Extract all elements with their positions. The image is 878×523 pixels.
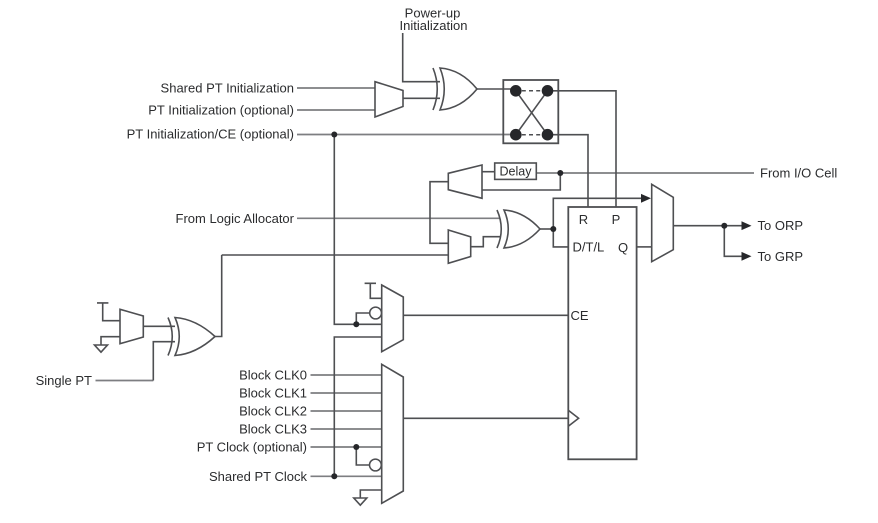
flip-flop [567, 206, 638, 461]
wire-switch-to-reset [547, 133, 589, 207]
wire-to-grp-branch [723, 225, 743, 258]
block-clk3-label: Block CLK3 [239, 422, 307, 437]
arrowhead [741, 251, 752, 261]
inverter-bubble-icon [368, 306, 383, 320]
power-up-initialization-label: Initialization [400, 18, 468, 33]
clock-select-mux [380, 362, 405, 505]
delay-box [493, 162, 538, 181]
switch-node-top-right [541, 85, 554, 97]
xor-gate-data [496, 209, 542, 249]
wire-clock-ground [359, 489, 382, 498]
delay-select-mux [447, 163, 483, 200]
switch-node-bottom-left [510, 128, 522, 141]
ground-icon [92, 344, 110, 354]
junction-dot [550, 226, 557, 232]
wire-combinatorial-bypass [552, 197, 642, 229]
init-select-mux [374, 80, 404, 119]
wire-pt-init-ce-vertical [333, 134, 382, 326]
wire-power-up-initialization [401, 33, 440, 83]
polarity-select-mux [119, 308, 145, 345]
ff-reset-pin-label: R [579, 212, 588, 227]
single-pt-label: Single PT [36, 373, 92, 388]
xor-gate-init [432, 67, 479, 111]
switch-matrix-box [502, 79, 560, 145]
wire-feedback-mux-output [470, 235, 500, 248]
circuit-wires [97, 33, 743, 498]
arrowhead [741, 221, 752, 231]
pt-initialization-optional-label: PT Initialization (optional) [148, 103, 294, 118]
wire-ce-shared-clock-branch [333, 336, 382, 477]
vcc-icon [97, 302, 120, 322]
junction-dot [353, 444, 360, 450]
block-clk1-label: Block CLK1 [239, 386, 307, 401]
inverter-bubble-icon [368, 458, 383, 472]
junction-dot [557, 170, 564, 176]
vcc-icon [364, 282, 382, 300]
switch-cross-lines [515, 90, 549, 136]
text-labels: Power-up Initialization Shared PT Initia… [36, 6, 838, 484]
gates-and-muxes [92, 67, 675, 507]
block-clk2-label: Block CLK2 [239, 404, 307, 419]
switch-node-top-left [510, 85, 522, 97]
from-logic-allocator-label: From Logic Allocator [176, 211, 295, 226]
to-orp-label: To ORP [758, 218, 804, 233]
junction-dots [331, 131, 728, 480]
block-clk0-label: Block CLK0 [239, 368, 307, 383]
junction-dot [721, 222, 728, 229]
junction-dot [331, 473, 338, 480]
ff-output-pin-label: Q [618, 240, 628, 255]
wire-switch-to-preset [547, 90, 617, 207]
delay-label: Delay [500, 165, 533, 179]
wire-pt-clock-inverted-branch [355, 447, 370, 466]
ff-preset-pin-label: P [612, 212, 621, 227]
flip-flop-box [567, 206, 638, 461]
arrowhead [641, 193, 651, 203]
wire-delay-mux-output [429, 180, 449, 245]
junction-dot [353, 321, 360, 328]
wire-xor2-output [214, 255, 223, 338]
reset-preset-switch-matrix [502, 79, 560, 145]
output-select-mux [650, 182, 675, 264]
shared-pt-initialization-label: Shared PT Initialization [161, 81, 294, 96]
ff-data-pin-label: D/T/L [573, 240, 605, 255]
arrowheads [641, 193, 752, 261]
wire-single-pt-vertical [152, 340, 175, 381]
wire-to-dtl-input [552, 229, 569, 248]
ce-select-mux [380, 283, 405, 354]
from-io-cell-label: From I/O Cell [760, 166, 837, 181]
xor-gate-single-pt [167, 316, 217, 357]
power-up-initialization-label: Power-up [405, 6, 461, 21]
ground-icon [352, 497, 369, 507]
pt-initialization-ce-optional-label: PT Initialization/CE (optional) [127, 127, 294, 142]
pt-clock-optional-label: PT Clock (optional) [197, 440, 307, 455]
ff-clock-enable-pin-label: CE [571, 308, 589, 323]
clock-edge-icon [567, 409, 580, 427]
switch-node-bottom-right [541, 128, 554, 141]
shared-pt-clock-label: Shared PT Clock [209, 469, 308, 484]
wire-ce-inverted-branch [355, 312, 370, 325]
to-grp-label: To GRP [758, 249, 804, 264]
feedback-select-mux [447, 228, 472, 265]
junction-dot [331, 131, 338, 138]
wire-undelayed-branch [482, 173, 562, 191]
wire-polarity-ground [100, 335, 120, 345]
